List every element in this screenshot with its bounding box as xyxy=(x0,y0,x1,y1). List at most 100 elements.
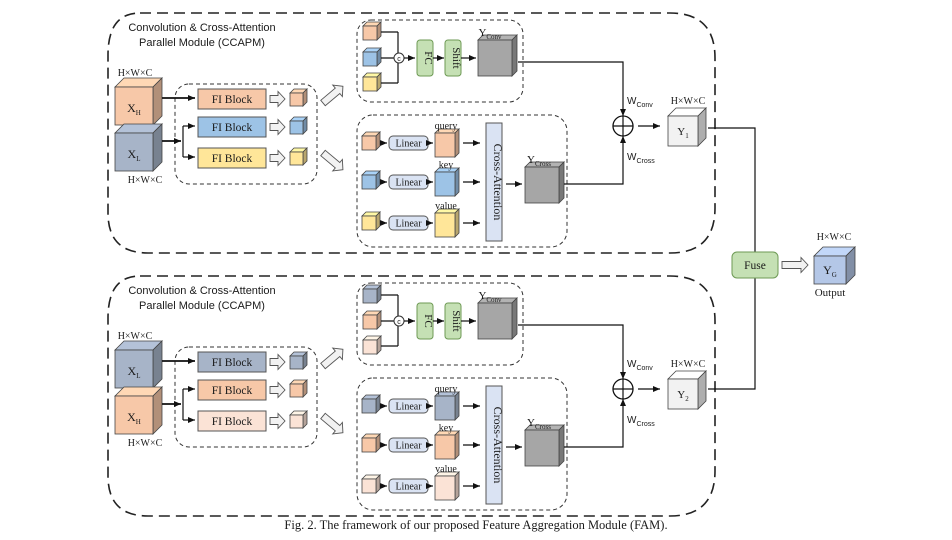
cube-front-face xyxy=(477,39,513,77)
cube-front-face xyxy=(289,92,304,107)
fuse-to-output-arrow xyxy=(781,256,809,274)
hollow-arrow-shape xyxy=(269,118,286,136)
cube-front-face xyxy=(434,475,456,501)
value-cube xyxy=(434,208,460,238)
fi-output-arrow-3 xyxy=(269,149,286,167)
y-conv-cube xyxy=(477,34,518,77)
final-output-caption: Output xyxy=(815,287,846,299)
input-top-dims: H×W×C xyxy=(118,331,153,342)
query-cube xyxy=(434,391,460,421)
cube-front-face xyxy=(477,302,513,340)
attn-input-cube-1 xyxy=(361,131,381,151)
module-output-dims: H×W×C xyxy=(671,359,706,370)
fi-group-border xyxy=(174,346,318,448)
input-bottom-label: XH xyxy=(127,410,141,426)
linear-label-3: Linear xyxy=(395,482,422,493)
cube-front-face xyxy=(362,314,378,330)
cube-front-face xyxy=(667,378,699,410)
input-top-dims: H×W×C xyxy=(118,68,153,79)
fi-block-2 xyxy=(197,379,267,401)
conv-to-sum-line xyxy=(518,61,626,116)
cube-front-face xyxy=(434,132,456,158)
input-top-cube xyxy=(114,340,163,389)
y-conv-label: YConv xyxy=(478,290,502,304)
fuse-label: Fuse xyxy=(744,260,766,272)
y-cross-cube xyxy=(524,161,565,204)
to-conv-branch-arrow xyxy=(320,84,344,107)
fc-label: FC xyxy=(422,51,434,64)
hollow-arrow-shape xyxy=(269,90,286,108)
fi-output-arrow-2 xyxy=(269,118,286,136)
attn-input-cube-1 xyxy=(361,394,381,414)
input-bottom-dims: H×W×C xyxy=(128,175,163,186)
linear-label-3: Linear xyxy=(395,219,422,230)
value-cube xyxy=(434,471,460,501)
cube-front-face xyxy=(361,174,377,190)
cube-front-face xyxy=(667,115,699,147)
fi-block-1-label: FI Block xyxy=(212,94,253,106)
linear-label-2: Linear xyxy=(395,441,422,452)
linear-label-1: Linear xyxy=(395,139,422,150)
hollow-arrow-shape xyxy=(269,149,286,167)
fi-block-3 xyxy=(197,410,267,432)
cube-front-face xyxy=(114,349,154,389)
y-cross-label: YCross xyxy=(527,417,551,431)
cube-front-face xyxy=(361,478,377,494)
y-conv-cube xyxy=(477,297,518,340)
cube-front-face xyxy=(361,437,377,453)
query-label: query xyxy=(435,121,458,132)
hollow-arrow-shape xyxy=(320,347,344,370)
hollow-arrow-shape xyxy=(320,149,344,172)
to-attn-branch-arrow xyxy=(320,149,344,172)
w-conv-label: WConv xyxy=(627,96,653,109)
cross-attention-label: Cross-Attention xyxy=(491,407,505,484)
hollow-arrow-shape xyxy=(269,353,286,371)
cube-front-face xyxy=(362,288,378,304)
fi-output-arrow-3 xyxy=(269,412,286,430)
cube-side-face xyxy=(454,430,460,460)
conv-input-cube-2 xyxy=(362,310,382,330)
conv-input-cube-1 xyxy=(362,284,382,304)
fi-block-3-label: FI Block xyxy=(212,416,253,428)
shift-label: Shift xyxy=(450,47,462,68)
cube-side-face xyxy=(454,128,460,158)
key-cube xyxy=(434,167,460,197)
final-output-dims: H×W×C xyxy=(817,232,852,243)
fi-block-1-label: FI Block xyxy=(212,357,253,369)
fc-label: FC xyxy=(422,314,434,327)
cross-attention-block xyxy=(485,122,503,242)
cube-side-face xyxy=(454,208,460,238)
cube-front-face xyxy=(362,76,378,92)
value-label: value xyxy=(435,201,457,212)
module-title-line2: Parallel Module (CCAPM) xyxy=(139,37,265,49)
fi-block-2-label: FI Block xyxy=(212,385,253,397)
attn-branch-border xyxy=(356,114,568,248)
fi-block-1 xyxy=(197,88,267,110)
cube-front-face xyxy=(289,120,304,135)
key-cube xyxy=(434,430,460,460)
fi-output-arrow-2 xyxy=(269,381,286,399)
cube-side-face xyxy=(558,424,565,467)
input-bottom-cube xyxy=(114,386,163,435)
cube-front-face xyxy=(524,166,560,204)
fi-block-3 xyxy=(197,147,267,169)
query-label: query xyxy=(435,384,458,395)
input-bottom-label: XL xyxy=(128,147,141,163)
key-label: key xyxy=(439,423,453,434)
cube-front-face xyxy=(361,215,377,231)
module-output-cube xyxy=(667,107,707,147)
input-top-label: XH xyxy=(127,101,141,117)
module-title-line1: Convolution & Cross-Attention xyxy=(128,22,275,34)
conv-input-cube-2 xyxy=(362,47,382,67)
attn-input-cube-3 xyxy=(361,474,381,494)
attn-input-cube-2 xyxy=(361,170,381,190)
fi-output-cube-3 xyxy=(289,147,308,166)
input-top-label: XL xyxy=(128,364,141,380)
linear-label-1: Linear xyxy=(395,402,422,413)
fi-output-arrow-1 xyxy=(269,90,286,108)
conv-branch-border xyxy=(356,19,524,103)
attn-input-cube-3 xyxy=(361,211,381,231)
module-output-dims: H×W×C xyxy=(671,96,706,107)
input-top-cube xyxy=(114,77,163,126)
